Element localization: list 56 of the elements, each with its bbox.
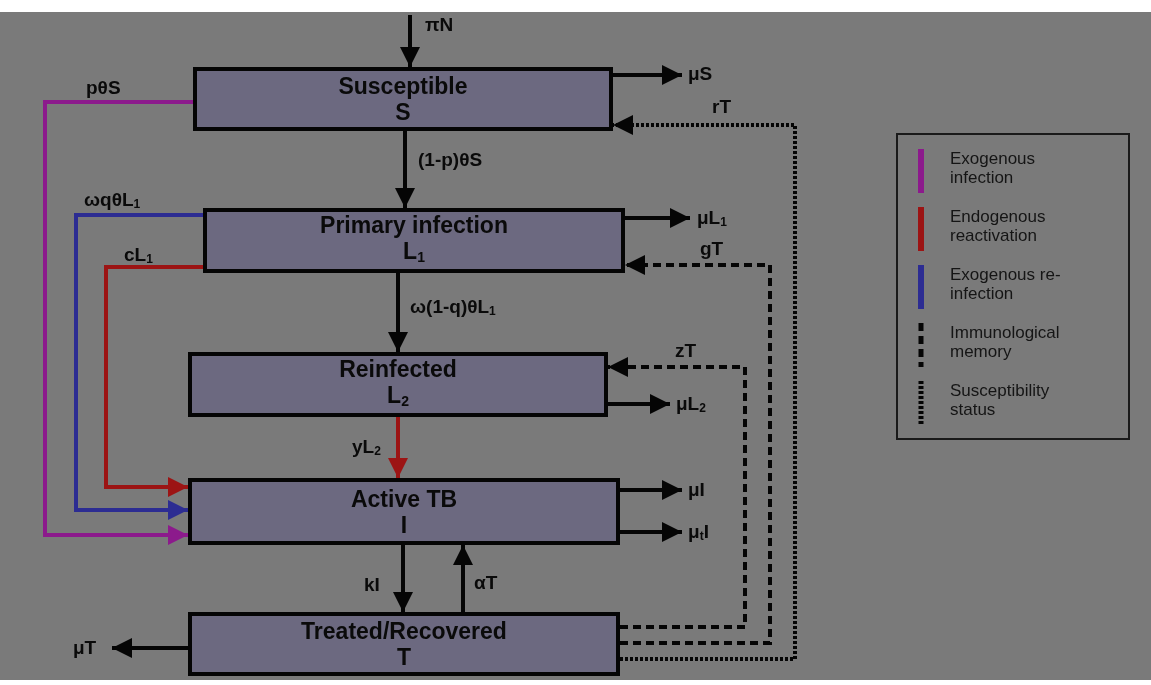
arrow	[74, 213, 203, 520]
compartment-name: Primary infection	[320, 211, 508, 238]
arrow	[620, 522, 682, 542]
rate-label: cL$_{1}$	[124, 244, 153, 268]
legend-label: Endogenous reactivation	[950, 207, 1047, 245]
arrow	[43, 100, 193, 545]
compartment-symbol: S	[395, 99, 411, 125]
rate-label: μT	[73, 637, 97, 659]
rate-label: αT	[474, 572, 498, 594]
legend-label: Exogenous re-infection	[950, 265, 1062, 303]
compartment-name: Treated/Recovered	[301, 618, 507, 644]
rate-label: μL$_{2}$	[676, 393, 706, 417]
rate-label: gT	[700, 238, 724, 260]
rate-label: yL$_{2}$	[352, 436, 381, 460]
rate-label: μ$_{t}$I	[688, 521, 709, 545]
rate-label: rT	[712, 96, 731, 118]
arrow	[613, 115, 797, 661]
arrow	[613, 65, 682, 85]
rate-label: πN	[425, 14, 454, 36]
compartment-box	[188, 478, 620, 545]
rate-label: ωqθL$_{1}$	[84, 189, 141, 213]
rate-label: μL$_{1}$	[697, 207, 727, 231]
compartment-symbol: L$_{2}$	[387, 381, 409, 411]
arrow	[625, 208, 690, 228]
compartment-name: Susceptible	[338, 73, 468, 99]
arrow	[620, 480, 682, 500]
rate-label: (1-p)θS	[418, 149, 483, 171]
compartment-symbol: T	[396, 644, 412, 670]
arrow	[608, 357, 747, 629]
arrow	[112, 638, 188, 658]
compartment-symbol: L$_{1}$	[403, 237, 425, 267]
legend-label: Exogenous infection	[950, 149, 1037, 187]
compartment-box	[188, 352, 608, 417]
arrow	[395, 131, 415, 208]
arrow	[608, 394, 670, 414]
legend-label: Susceptibility status	[950, 381, 1051, 419]
arrow	[388, 273, 408, 352]
compartment-box	[193, 67, 613, 131]
arrow	[388, 417, 408, 478]
rate-label: kI	[364, 574, 380, 596]
arrow	[400, 15, 420, 67]
rate-label: ω(1-q)θL$_{1}$	[410, 296, 496, 320]
arrow	[104, 265, 203, 497]
arrow	[620, 255, 772, 645]
arrow	[393, 545, 413, 612]
legend-label: Immunological memory	[950, 323, 1061, 361]
rate-label: μI	[688, 479, 705, 501]
rate-label: pθS	[86, 77, 121, 99]
compartment-name: Active TB	[350, 485, 458, 512]
compartment-name: Reinfected	[339, 355, 457, 382]
arrow	[453, 545, 473, 612]
rate-label: zT	[675, 340, 697, 362]
compartment-box	[188, 612, 620, 676]
compartment-symbol: I	[400, 511, 408, 538]
compartment-box	[203, 208, 625, 273]
rate-label: μS	[688, 63, 713, 85]
